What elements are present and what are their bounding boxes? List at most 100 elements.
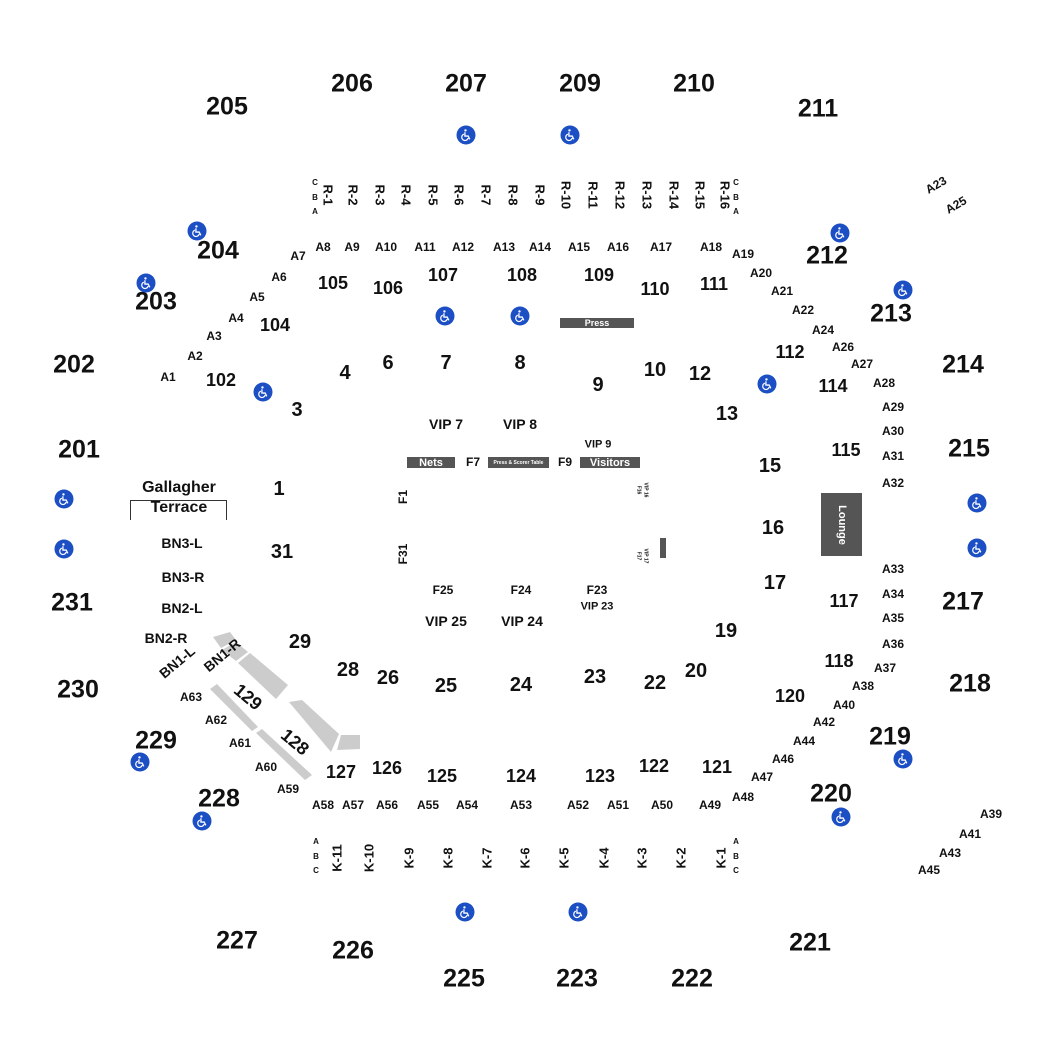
aisle-label[interactable]: A55 (416, 798, 440, 812)
section-label[interactable]: 111 (699, 274, 729, 294)
aisle-label[interactable]: A22 (791, 303, 815, 317)
aisle-label[interactable]: A27 (850, 357, 874, 371)
bn-section-label[interactable]: BN3-R (161, 569, 205, 585)
row-label[interactable]: R-11 (585, 181, 601, 209)
row-label[interactable]: K-9 (401, 847, 417, 869)
vip-label[interactable]: F31 (396, 543, 410, 565)
section-label[interactable]: 217 (942, 587, 984, 616)
lounge-area[interactable]: Lounge (821, 493, 862, 556)
floor-section-label[interactable]: 31 (270, 541, 294, 563)
aisle-label[interactable]: A60 (254, 760, 278, 774)
section-label[interactable]: 221 (789, 928, 831, 957)
aisle-label[interactable]: A40 (832, 698, 856, 712)
vip-label[interactable]: VIP 23 (580, 600, 614, 613)
section-label[interactable]: 211 (797, 94, 839, 123)
vip-label[interactable]: VIP 24 (501, 613, 543, 629)
section-label[interactable]: 126 (371, 758, 403, 778)
aisle-label[interactable]: A50 (650, 798, 674, 812)
aisle-label[interactable]: A30 (881, 424, 905, 438)
floor-section-label[interactable]: 23 (583, 666, 607, 688)
section-label[interactable]: 227 (216, 926, 258, 955)
floor-section-label[interactable]: 28 (336, 659, 360, 681)
aisle-label[interactable]: A8 (315, 240, 331, 254)
section-label[interactable]: 220 (810, 779, 852, 808)
aisle-label[interactable]: A15 (567, 240, 591, 254)
section-label[interactable]: 214 (942, 350, 984, 379)
vip-label[interactable]: F9 (557, 455, 573, 469)
aisle-label[interactable]: A63 (179, 690, 203, 704)
seat-block[interactable] (210, 684, 258, 731)
aisle-label[interactable]: A12 (451, 240, 475, 254)
aisle-label[interactable]: A4 (228, 311, 244, 325)
row-label[interactable]: K-11 (329, 844, 345, 872)
vip-label[interactable]: VIP 8 (503, 416, 537, 432)
floor-section-label[interactable]: 10 (643, 359, 667, 381)
section-label[interactable]: 120 (774, 686, 806, 706)
section-label[interactable]: 207 (445, 69, 487, 98)
section-label[interactable]: 218 (949, 669, 991, 698)
seat-block[interactable] (238, 653, 288, 699)
floor-section-label[interactable]: 16 (761, 517, 785, 539)
row-label[interactable]: K-3 (634, 847, 650, 869)
section-label[interactable]: 127 (325, 762, 357, 782)
floor-section-label[interactable]: 29 (288, 631, 312, 653)
seat-block[interactable] (256, 729, 312, 780)
aisle-label[interactable]: A16 (606, 240, 630, 254)
floor-section-label[interactable]: 15 (758, 455, 782, 477)
aisle-label[interactable]: A3 (206, 329, 222, 343)
section-label[interactable]: 226 (332, 936, 374, 965)
aisle-label[interactable]: A33 (881, 562, 905, 576)
row-label[interactable]: R-9 (532, 184, 548, 206)
aisle-label[interactable]: A35 (881, 611, 905, 625)
row-label[interactable]: K-4 (596, 847, 612, 869)
aisle-label[interactable]: A48 (731, 790, 755, 804)
section-label[interactable]: 118 (824, 651, 854, 671)
aisle-label[interactable]: A31 (881, 449, 905, 463)
aisle-label[interactable]: A59 (276, 782, 300, 796)
vip-label[interactable]: VIP 16 (642, 482, 649, 498)
section-label[interactable]: 114 (818, 376, 848, 396)
floor-section-label[interactable]: 9 (592, 374, 604, 396)
aisle-label[interactable]: A28 (872, 376, 896, 390)
section-label[interactable]: 106 (372, 278, 404, 298)
aisle-label[interactable]: A57 (341, 798, 365, 812)
vip-label[interactable]: F1 (396, 489, 410, 505)
row-label[interactable]: R-10 (558, 180, 574, 210)
aisle-label[interactable]: A54 (455, 798, 479, 812)
section-label[interactable]: 102 (205, 370, 237, 390)
vip-label[interactable]: F25 (432, 583, 454, 597)
row-label[interactable]: K-5 (556, 847, 572, 869)
row-label[interactable]: R-1 (320, 184, 336, 206)
floor-section-label[interactable]: 3 (291, 399, 303, 421)
aisle-label[interactable]: A14 (528, 240, 552, 254)
aisle-label[interactable]: A26 (831, 340, 855, 354)
floor-section-label[interactable]: 17 (763, 572, 787, 594)
row-label[interactable]: R-16 (717, 180, 733, 210)
aisle-label[interactable]: A2 (187, 349, 203, 363)
row-label[interactable]: R-2 (345, 184, 361, 206)
aisle-label[interactable]: A17 (649, 240, 673, 254)
aisle-label[interactable]: A18 (699, 240, 723, 254)
aisle-label[interactable]: A32 (881, 476, 905, 490)
section-label[interactable]: 215 (948, 434, 990, 463)
row-label[interactable]: K-7 (479, 847, 495, 869)
aisle-label[interactable]: A49 (698, 798, 722, 812)
row-label[interactable]: R-14 (666, 180, 682, 210)
aisle-label[interactable]: A38 (851, 679, 875, 693)
aisle-label[interactable]: A29 (881, 400, 905, 414)
aisle-label[interactable]: A42 (812, 715, 836, 729)
section-label[interactable]: 203 (135, 287, 177, 316)
row-label[interactable]: R-13 (639, 180, 655, 210)
section-label[interactable]: 205 (206, 92, 248, 121)
terrace-label-1[interactable]: Gallagher (142, 479, 216, 496)
aisle-label[interactable]: A39 (979, 807, 1003, 821)
vip-label[interactable]: VIP 9 (584, 438, 612, 451)
aisle-label[interactable]: A62 (204, 713, 228, 727)
aisle-label[interactable]: A47 (750, 770, 774, 784)
section-label[interactable]: 105 (317, 273, 349, 293)
bn-section-label[interactable]: BN2-L (161, 600, 203, 616)
floor-section-label[interactable]: 8 (514, 352, 526, 374)
section-label[interactable]: 206 (331, 69, 373, 98)
vip-label[interactable]: VIP 17 (642, 548, 649, 564)
row-label[interactable]: R-6 (451, 184, 467, 206)
